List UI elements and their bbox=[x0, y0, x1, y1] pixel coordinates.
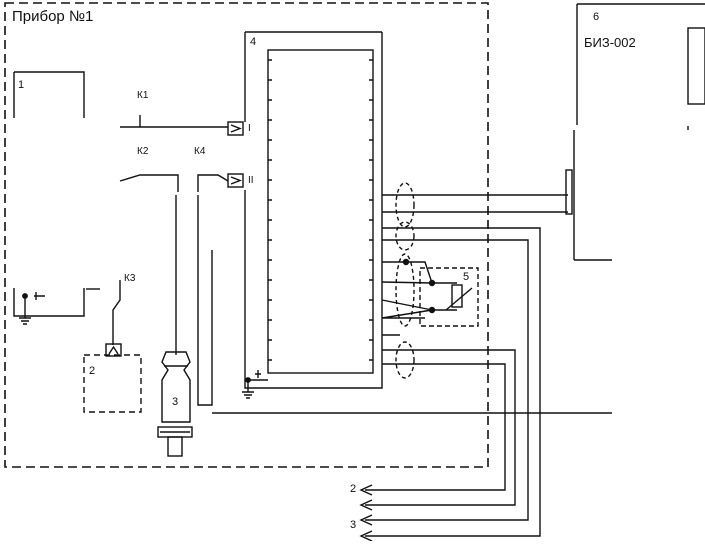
shield-1 bbox=[395, 182, 415, 228]
shield-3 bbox=[395, 253, 415, 327]
block-6-inner bbox=[687, 27, 705, 105]
block-3-label: 3 bbox=[172, 396, 179, 408]
output-2-label: 2 bbox=[350, 483, 357, 495]
block-1-label: 1 bbox=[18, 79, 25, 91]
wire-e bbox=[381, 299, 433, 311]
k4-wire bbox=[197, 174, 229, 192]
k3-wire bbox=[112, 280, 121, 345]
block-2-label: 2 bbox=[89, 365, 96, 377]
input-2-label: II bbox=[248, 175, 254, 186]
input-connector-2 bbox=[227, 173, 244, 188]
device-boundary bbox=[4, 2, 489, 468]
shield-2 bbox=[395, 221, 415, 251]
block-4-frame bbox=[244, 31, 383, 389]
block-6-label: 6 bbox=[593, 11, 600, 23]
block-2-sensor bbox=[105, 343, 122, 357]
block-4-ground bbox=[242, 379, 268, 399]
block-5-label: 5 bbox=[463, 271, 470, 283]
block-1-ground bbox=[19, 296, 31, 325]
wire-a bbox=[365, 227, 541, 537]
block-4-inner bbox=[267, 49, 374, 374]
block-6-terminal bbox=[565, 169, 573, 215]
contact-k4-label: К4 bbox=[194, 146, 206, 157]
wire-h bbox=[365, 349, 516, 506]
wire-b bbox=[365, 239, 529, 521]
wire-c bbox=[382, 261, 433, 284]
block-1-lower bbox=[13, 288, 85, 317]
block-6-name: БИЗ-002 bbox=[584, 35, 636, 50]
wire-f bbox=[381, 309, 433, 319]
shield-4 bbox=[395, 341, 415, 379]
wire-d bbox=[381, 281, 433, 284]
output-3-label: 3 bbox=[350, 519, 357, 531]
contact-k1-label: К1 bbox=[137, 90, 149, 101]
contact-k2-label: К2 bbox=[137, 146, 149, 157]
block-2-frame bbox=[83, 354, 142, 413]
block-4-label: 4 bbox=[250, 36, 257, 48]
sensor-3 bbox=[161, 351, 191, 423]
wire-i bbox=[365, 363, 506, 491]
input-1-label: I bbox=[248, 123, 251, 134]
k2-wire bbox=[119, 174, 179, 192]
bus-to-block6 bbox=[382, 194, 568, 213]
device-title: Прибор №1 bbox=[12, 8, 94, 25]
contact-k3-label: К3 bbox=[124, 273, 136, 284]
block-5-frame bbox=[419, 267, 479, 327]
block-1-frame bbox=[13, 71, 85, 118]
input-connector-1 bbox=[227, 121, 244, 136]
wire-left-2 bbox=[197, 195, 213, 406]
block-6-frame bbox=[573, 3, 705, 261]
